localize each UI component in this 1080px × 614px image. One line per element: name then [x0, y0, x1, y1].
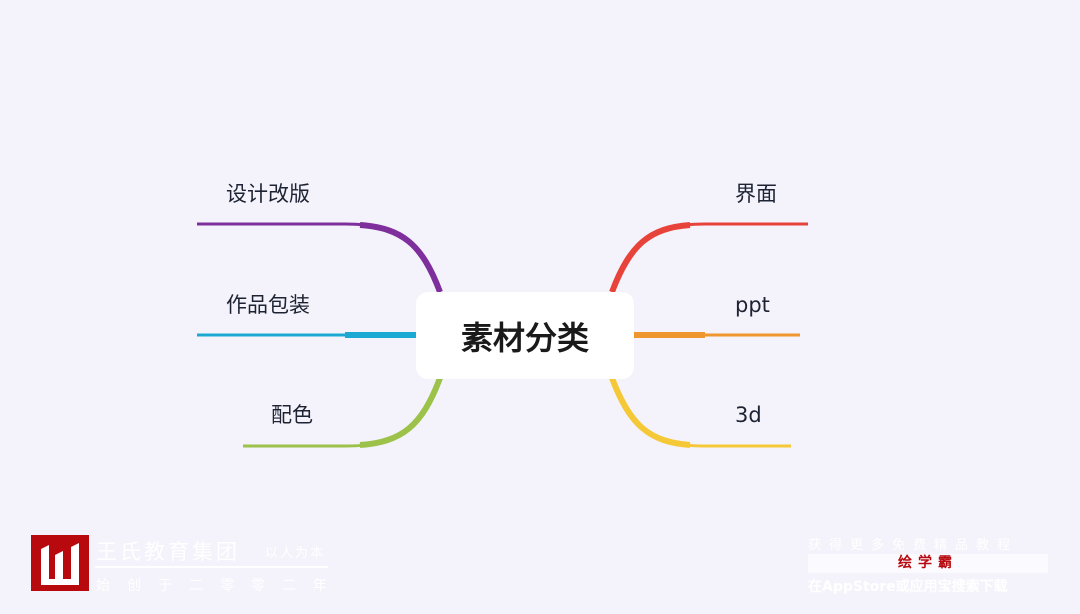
watermark-company: 王氏教育集团	[96, 540, 240, 564]
topic-work-packaging[interactable]: 作品包装	[226, 293, 310, 317]
wang-logo-icon	[31, 535, 89, 591]
branch-line-interface	[610, 222, 808, 293]
watermark-promo: 获得更多免费精品教程	[808, 538, 1019, 553]
watermark-brand: 绘学霸	[808, 554, 1048, 573]
central-topic[interactable]: 素材分类	[416, 292, 634, 379]
watermark-motto: 以人为本	[265, 546, 326, 561]
topic-ppt[interactable]: ppt	[735, 293, 770, 317]
watermark-divider	[95, 566, 328, 568]
watermark-founded: 始创于二零零二年	[96, 578, 344, 594]
watermark-download: 在AppStore或应用宝搜索下载	[808, 579, 1008, 595]
topic-color-matching[interactable]: 配色	[271, 403, 313, 427]
topic-design-revision[interactable]: 设计改版	[226, 182, 310, 206]
branch-line-3d	[610, 377, 791, 448]
topic-3d[interactable]: 3d	[735, 403, 762, 427]
topic-interface[interactable]: 界面	[735, 182, 777, 206]
